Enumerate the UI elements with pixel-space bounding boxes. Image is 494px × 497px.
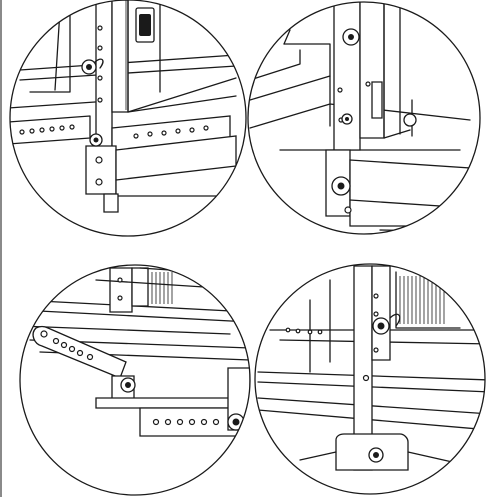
- arm-holes: [133, 125, 209, 139]
- detail-panel-1: [9, 0, 247, 237]
- quick-release-pin-icon: [341, 28, 360, 125]
- detail-panel-4: [254, 263, 486, 495]
- speaker-grille: [151, 272, 173, 304]
- speaker-grille: [399, 276, 445, 324]
- rail-holes: [19, 124, 75, 135]
- locking-pin-icon: [227, 367, 250, 431]
- detail-panel-2: [247, 1, 481, 235]
- detail-panel-3: [19, 264, 251, 496]
- adjustment-bar-icon: [32, 325, 127, 379]
- locking-pin-icon: [81, 58, 104, 75]
- rail-holes: [152, 418, 220, 426]
- quick-release-pin-icon: [372, 313, 401, 335]
